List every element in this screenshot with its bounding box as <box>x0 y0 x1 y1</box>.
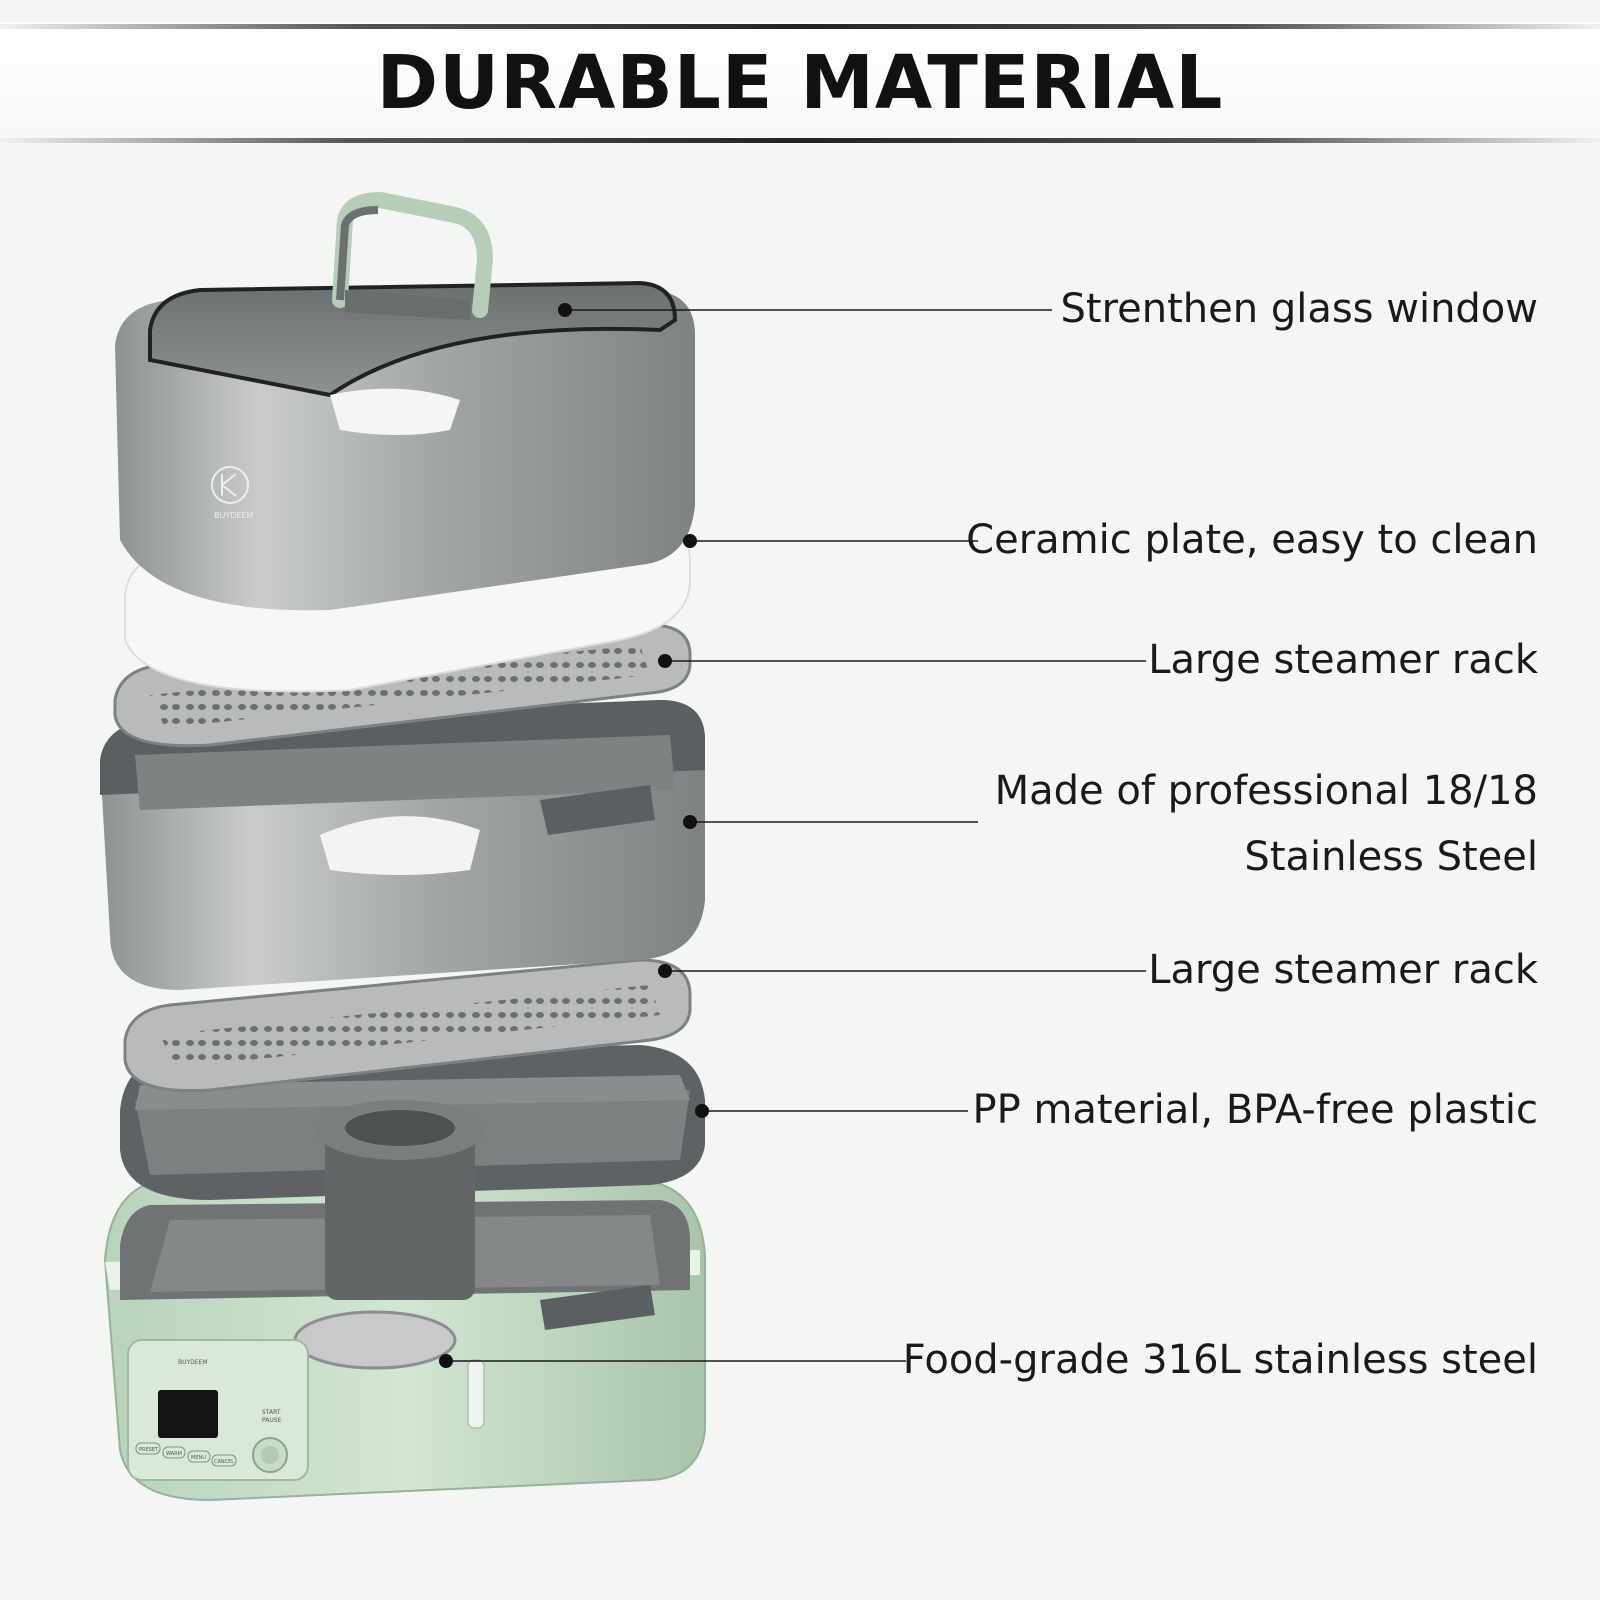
upper-steamer-rack <box>113 623 692 748</box>
control-buttons: PRESET WARM MENU CANCEL <box>135 1442 237 1467</box>
preset-button[interactable]: PRESET <box>139 1447 159 1453</box>
pause-label: PAUSE <box>262 1417 282 1424</box>
base-brand-label: BUYDEEM <box>178 1359 208 1366</box>
lower-steamer-rack <box>123 958 692 1093</box>
callout-glass-window: Strenthen glass window <box>1060 286 1538 332</box>
title-top-rule <box>0 24 1600 29</box>
menu-button[interactable]: MENU <box>191 1455 206 1461</box>
title-band <box>0 22 1600 144</box>
callout-leaders <box>439 303 1146 1368</box>
start-label: START <box>262 1409 281 1416</box>
steamer-lid: BUYDEEM <box>115 191 695 611</box>
page-title: DURABLE MATERIAL <box>376 40 1224 126</box>
warm-button[interactable]: WARM <box>166 1451 182 1457</box>
lid-brand-label: BUYDEEM <box>214 511 254 520</box>
callout-stainless-line2: Stainless Steel <box>1244 834 1538 880</box>
callout-stainless-line1: Made of professional 18/18 <box>994 768 1538 814</box>
callout-pp-material: PP material, BPA-free plastic <box>972 1087 1539 1133</box>
callout-ceramic-plate: Ceramic plate, easy to clean <box>966 517 1538 563</box>
callout-stainless-steel: Made of professional 18/18 Stainless Ste… <box>995 758 1538 890</box>
callout-316l-steel: Food-grade 316L stainless steel <box>902 1337 1538 1383</box>
cancel-button[interactable]: CANCEL <box>214 1459 234 1465</box>
title-bottom-rule <box>0 138 1600 143</box>
callout-lower-rack: Large steamer rack <box>1148 947 1538 993</box>
callout-upper-rack: Large steamer rack <box>1148 637 1538 683</box>
